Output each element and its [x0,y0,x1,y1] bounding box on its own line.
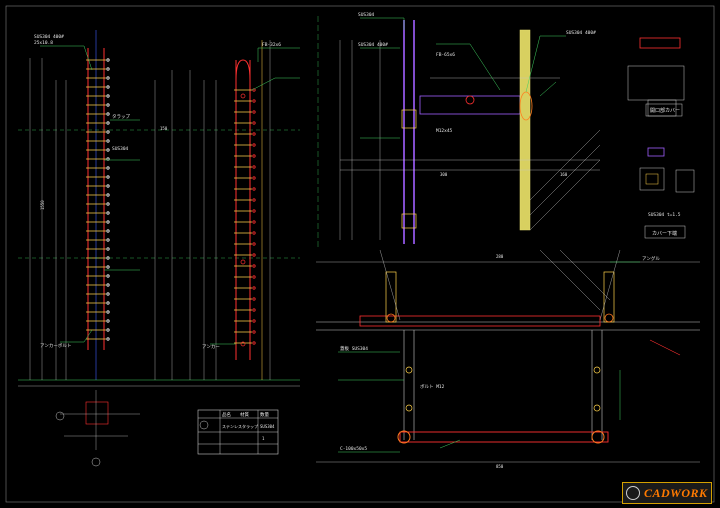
rung-bolt [252,264,256,268]
rung-bolt [252,297,256,301]
rung-bolt [106,166,110,170]
rung-bolt [106,310,110,314]
rung-bolt [106,112,110,116]
rung-bolt [106,139,110,143]
rung-bolt [106,58,110,62]
rung-bolt [106,121,110,125]
top-label-2: SUS304 400# [358,42,388,48]
rung-bolt [252,99,256,103]
left-callout-2: 25x10.8 [34,40,53,46]
left-ladder-elevation [18,30,300,387]
section-label-2: C-100x50x5 [340,446,367,452]
rung-bolt [106,247,110,251]
dim-4: 280 [496,254,504,259]
rung-bolt [252,330,256,334]
cadwork-logo-icon [626,486,640,500]
rung-bolt [106,85,110,89]
rung-bolt [106,130,110,134]
title-cell-1: ステンレスタラップ [222,423,258,429]
cover-note: SUS304 t=1.5 [648,212,681,218]
rung-bolt [106,319,110,323]
title-cell-2: SUS304 [260,424,275,429]
top-detail [317,16,601,250]
dim-3: 850 [496,464,504,469]
rung-bolt [252,341,256,345]
rung-bolt [106,238,110,242]
bottom-section-detail [316,249,700,463]
rung-bolt [106,301,110,305]
middle-ladder-elevation [203,40,300,380]
ladder-label-3: アンカーボルト [40,342,71,349]
right-cover-details [627,37,695,239]
title-head-1: 品名 [222,411,231,418]
title-cell-3: 1 [262,436,265,441]
rung-bolt [252,132,256,136]
rung-bolt [252,286,256,290]
cover-detail-label: カバー下端 [652,230,677,237]
rail-label-1: FB-32x6 [262,42,281,48]
rung-bolt [106,292,110,296]
ladder-label-2: タラップ [112,113,130,120]
top-label-1: SUS304 [358,12,375,18]
section-label-3: アングル [642,255,660,262]
rung-bolt [106,94,110,98]
rung-bolt [252,231,256,235]
rung-bolt [252,198,256,202]
rung-bolt [252,143,256,147]
rung-bolt [106,328,110,332]
cadwork-logo: CADWORK [622,482,712,504]
rung-bolt [252,110,256,114]
dim-6: 160 [560,172,568,177]
title-head-3: 数量 [260,411,269,418]
rung-bolt [252,275,256,279]
rung-bolt [106,184,110,188]
title-block [197,409,279,455]
rung-bolt [252,220,256,224]
title-head-2: 材質 [240,411,249,418]
rail-label-2: アンカー [202,344,220,350]
rung-bolt [252,253,256,257]
dim-5: 150 [160,126,168,131]
rung-bolt [252,121,256,125]
cadwork-logo-text: CADWORK [644,485,708,500]
cover-label: 開口部カバー [650,107,680,114]
rung-bolt [252,308,256,312]
rung-bolt [106,265,110,269]
rung-bolt [252,154,256,158]
rung-bolt [106,193,110,197]
rung-bolt [252,319,256,323]
dim-1: 1550 [40,200,45,210]
rung-bolt [252,209,256,213]
rung-bolt [106,202,110,206]
rung-bolt [252,165,256,169]
ladder-label-1: SUS304 [112,146,129,152]
section-label-4: ボルト M12 [420,383,445,390]
rung-bolt [106,148,110,152]
top-label-4: SUS304 400# [566,30,596,36]
rung-bolt [252,176,256,180]
rung-bolt [106,175,110,179]
rung-bolt [106,274,110,278]
rung-bolt [106,103,110,107]
rung-bolt [106,283,110,287]
rung-bolt [106,229,110,233]
rung-bolt [106,220,110,224]
rung-bolt [106,76,110,80]
rung-bolt [252,242,256,246]
top-label-3: FB-65x6 [436,52,455,58]
rung-bolt [252,187,256,191]
rung-bolt [106,337,110,341]
top-label-5: M12x45 [436,128,453,134]
drawing-labels: SUS304 400# 25x10.8 SUS304 タラップ アンカーボルト … [34,12,681,469]
rung-bolt [106,211,110,215]
rung-bolt [106,67,110,71]
left-callout-1: SUS304 400# [34,34,64,40]
section-label-1: 蓋板 SUS304 [340,345,368,352]
dim-2: 300 [440,172,448,177]
small-plan-detail [55,390,140,467]
rung-bolt [106,256,110,260]
